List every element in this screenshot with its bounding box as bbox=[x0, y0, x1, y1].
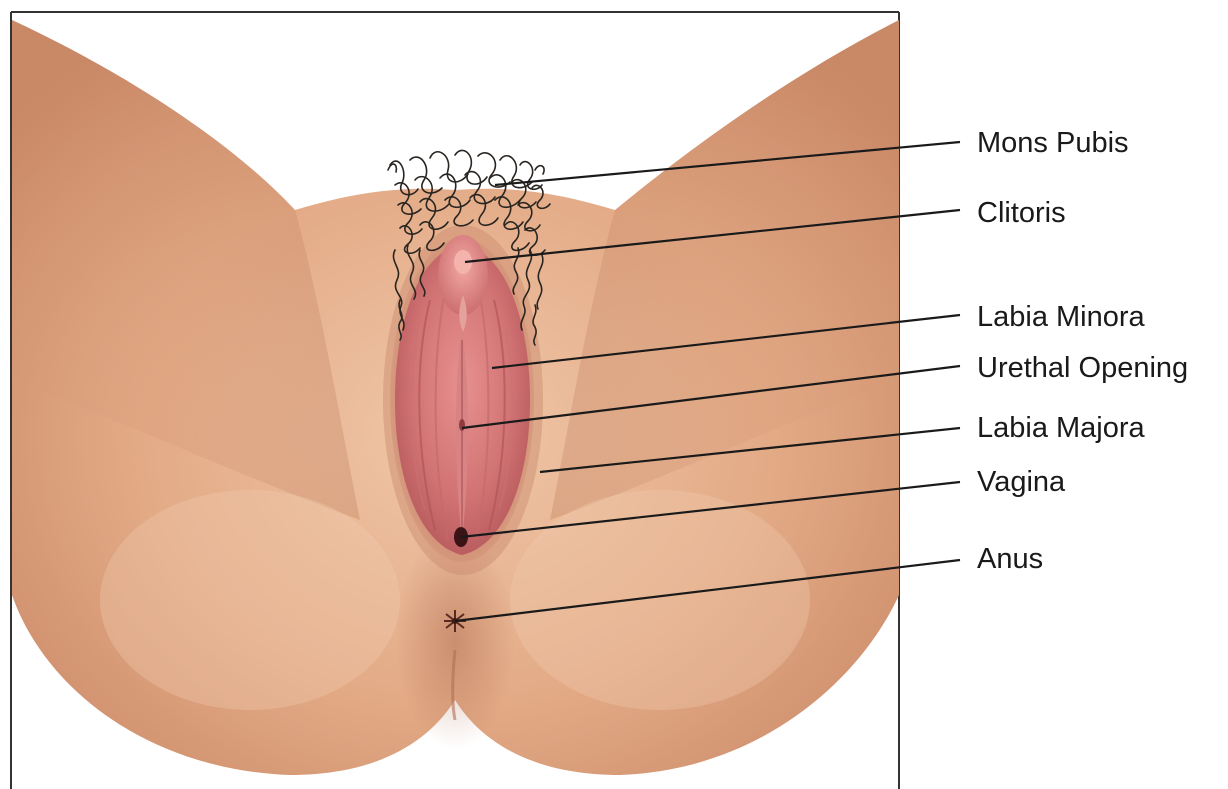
label-anus: Anus bbox=[977, 543, 1043, 575]
label-clitoris: Clitoris bbox=[977, 197, 1066, 229]
labels: Mons Pubis Clitoris Labia Minora Urethal… bbox=[977, 127, 1188, 575]
label-labia-minora: Labia Minora bbox=[977, 301, 1146, 333]
label-mons-pubis: Mons Pubis bbox=[977, 127, 1129, 159]
label-labia-majora: Labia Majora bbox=[977, 412, 1146, 444]
urethral-opening-mark bbox=[459, 419, 465, 431]
label-urethral-opening: Urethal Opening bbox=[977, 352, 1188, 384]
label-vagina: Vagina bbox=[977, 466, 1066, 498]
